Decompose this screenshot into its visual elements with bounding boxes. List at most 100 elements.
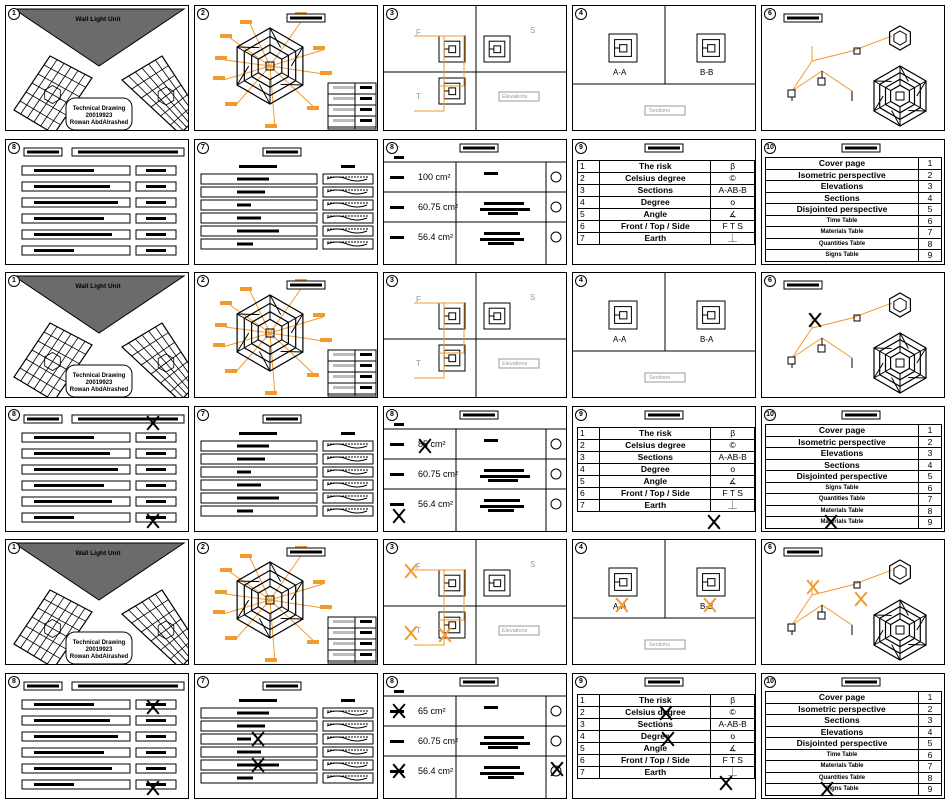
contents-name: Isometric perspective <box>765 435 919 448</box>
legend-number: 4 <box>576 196 601 209</box>
contents-name: Disjointed perspective <box>765 737 919 750</box>
legend-symbol: © <box>710 172 755 185</box>
legend-name: Earth <box>599 766 712 779</box>
contents-name: Sections <box>765 714 919 727</box>
legend-name: Sections <box>599 451 712 464</box>
legend-number: 7 <box>576 766 601 779</box>
side-label: S <box>530 26 536 35</box>
legend-symbol: ∡ <box>710 742 755 755</box>
strike-mark <box>820 782 834 796</box>
legend-name: Sections <box>599 718 712 731</box>
panel-drawing <box>21 681 185 790</box>
contents-page: 5 <box>918 203 942 216</box>
panel-number: 9 <box>575 409 587 421</box>
panel-materials: 7 <box>194 139 378 265</box>
contents-page: 2 <box>918 702 942 715</box>
contents-name: Quantities Table <box>765 493 919 506</box>
panel-drawing <box>200 681 374 784</box>
cover-author: Rowan AbdAlrashed <box>69 654 129 660</box>
panel-number: 4 <box>575 275 587 287</box>
contents-page: 7 <box>918 493 942 506</box>
panel-number: 9 <box>575 142 587 154</box>
panel-number: 8 <box>386 409 398 421</box>
panel-number: 3 <box>386 8 398 20</box>
contents-page: 9 <box>918 783 942 796</box>
strike-mark <box>854 592 868 606</box>
contents-name: Quantities Table <box>765 771 919 784</box>
section-a-label: A-A <box>613 68 627 77</box>
contents-name: Elevations <box>765 180 919 193</box>
legend-name: Degree <box>599 196 712 209</box>
cover-title: Wall Light Unit <box>75 283 121 290</box>
panel-drawing <box>384 677 566 798</box>
contents-name: Signs Table <box>765 481 919 494</box>
contents-page: 5 <box>918 470 942 483</box>
contents-name: Isometric perspective <box>765 168 919 181</box>
panel-number: 8 <box>8 409 20 421</box>
elevations-label: Elevations <box>502 361 528 367</box>
legend-symbol: © <box>710 439 755 452</box>
panel-number: 8 <box>386 142 398 154</box>
legend-symbol: β <box>710 160 755 173</box>
strike-mark <box>418 439 432 453</box>
legend-name: Front / Top / Side <box>599 754 712 767</box>
panel-time-table: 8 <box>5 139 189 265</box>
side-label: S <box>530 560 536 569</box>
area-label: 56.4 cm² <box>418 499 454 509</box>
strike-mark <box>438 628 452 642</box>
strike-mark <box>146 514 160 528</box>
area-label: 60.75 cm² <box>418 202 459 212</box>
legend-number: 2 <box>576 706 601 719</box>
panel-drawing <box>200 414 374 517</box>
legend-symbol: F T S <box>710 754 755 767</box>
panel-number: 2 <box>197 275 209 287</box>
legend-name: Sections <box>599 184 712 197</box>
panel-drawing <box>384 540 566 664</box>
area-label: 65 cm² <box>418 706 446 716</box>
cover-subtitle: Technical Drawing <box>72 106 126 112</box>
strike-mark <box>707 515 721 529</box>
legend-name: The risk <box>599 694 712 707</box>
panel-number: 3 <box>386 542 398 554</box>
legend-number: 2 <box>576 172 601 185</box>
legend-number: 1 <box>576 160 601 173</box>
panel-drawing <box>783 13 927 127</box>
legend-number: 7 <box>576 499 601 512</box>
panel-drawing <box>384 273 566 397</box>
contents-name: Quantities Table <box>765 237 919 250</box>
contents-name: Sections <box>765 191 919 204</box>
legend-symbol: A-AB-B <box>710 718 755 731</box>
panel-disjointed: 6 <box>761 539 945 665</box>
contents-name: Cover page <box>765 691 919 704</box>
contents-name: Cover page <box>765 157 919 170</box>
front-label: F <box>416 295 421 304</box>
contents-name: Disjointed perspective <box>765 470 919 483</box>
contents-name: Elevations <box>765 447 919 460</box>
